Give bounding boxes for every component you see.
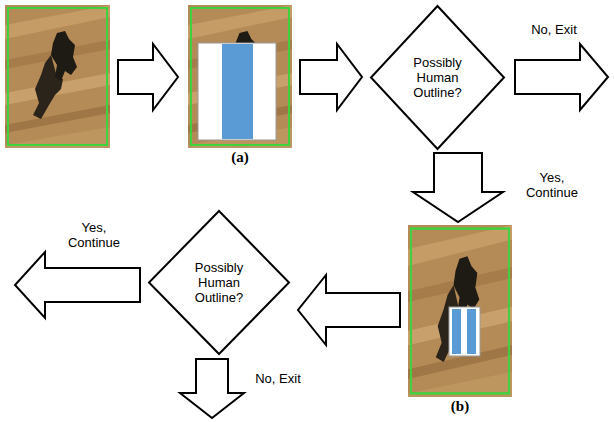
decision-diamond: Possibly Human Outline?	[370, 5, 505, 150]
text-holder: Possibly Human Outline?	[370, 5, 505, 150]
flow-label: No, Exit	[246, 371, 310, 386]
block-arrow	[298, 275, 400, 345]
decision-text: Possibly Human Outline?	[188, 260, 250, 305]
block-arrow	[300, 44, 362, 110]
continue-arrow	[15, 252, 140, 318]
blue-bar	[452, 309, 461, 354]
blue-bar	[467, 309, 476, 354]
decision-diamond: Possibly Human Outline?	[148, 210, 290, 355]
aerial-photo	[5, 5, 110, 148]
diamond-outline	[371, 6, 504, 149]
text-holder: Possibly Human Outline?	[148, 210, 290, 355]
panel-caption: (a)	[188, 149, 292, 166]
exit-arrow	[180, 359, 244, 418]
panel-caption: (b)	[408, 398, 512, 415]
window-box	[449, 307, 480, 356]
text-holder: (a)	[188, 149, 292, 166]
aerial-photo	[408, 225, 512, 397]
block-arrow	[118, 44, 178, 110]
block-arrow	[413, 153, 503, 222]
window-box	[198, 43, 276, 140]
exit-arrow	[515, 44, 608, 110]
flow-label: No, Exit	[522, 22, 586, 37]
text-holder: (b)	[408, 398, 512, 415]
diamond-outline	[149, 211, 289, 354]
aerial-photo	[188, 5, 292, 148]
decision-text: Possibly Human Outline?	[407, 55, 469, 100]
blue-bar	[222, 44, 253, 139]
edge-label: Yes, Continue	[520, 170, 584, 200]
flow-label: Yes, Continue	[62, 220, 126, 250]
image-panel: (b)	[408, 225, 512, 397]
image-panel: (a)	[188, 5, 292, 148]
